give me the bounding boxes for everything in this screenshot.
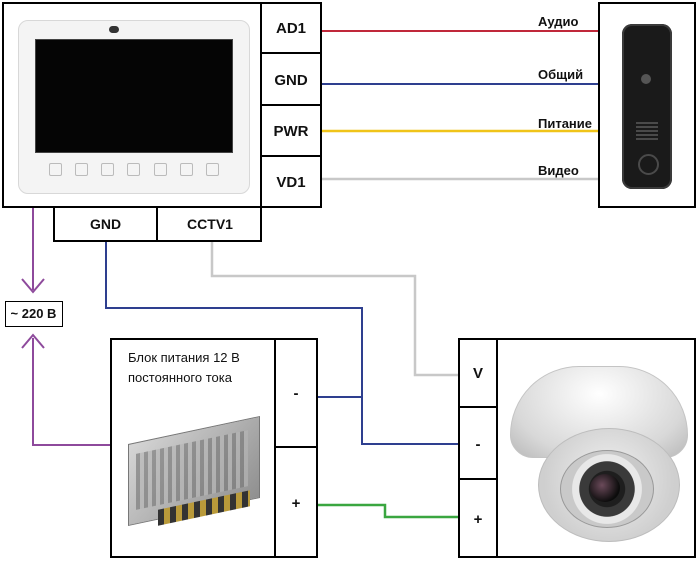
monitor-logo-icon [109,26,119,33]
cctv-to-camera-video-wire [210,240,460,377]
mains-wire-psu [32,338,110,446]
psu-terminal-block [274,338,318,558]
camera-device-image [508,358,688,548]
mains-label-box: ~ 220 В [5,301,63,327]
power-wire-label: Питание [538,116,593,131]
video-wire-label: Видео [538,163,579,178]
common-wire-label: Общий [538,67,584,82]
psu-device-image [124,410,264,530]
call-panel-unit [598,2,696,208]
monitor-button-icon [179,163,193,176]
psu-terminal-plus: + [291,494,301,512]
camera-terminal-plus: + [473,510,483,528]
camera-terminal-minus: - [460,410,496,480]
monitor-button-icon [49,163,62,176]
monitor-button-icon [127,163,141,176]
terminal-ad1: AD1 [262,4,320,54]
monitor-buttons [49,163,219,179]
audio-wire-label: Аудио [538,14,579,29]
mains-arrow-down [21,278,45,294]
camera-unit [496,338,696,558]
call-button-icon [638,154,659,175]
monitor-unit [2,2,262,208]
camera-lens-icon [641,74,651,84]
monitor-device-image [18,20,250,194]
speaker-grille-icon [636,120,658,142]
terminal-pwr: PWR [262,107,320,157]
psu-plus-to-camera-wire [316,503,460,519]
monitor-button-icon [153,163,167,176]
camera-lens-icon [590,474,620,502]
monitor-screen [35,39,233,153]
monitor-button-icon [75,163,89,176]
mains-label: ~ 220 В [10,306,57,321]
psu-label-line1: Блок питания 12 В [128,350,240,365]
power-supply-unit: Блок питания 12 В постоянного тока [110,338,276,558]
psu-terminal-minus: - [276,340,316,448]
gnd-to-camera-minus-wire [105,240,460,445]
camera-terminal-v: V [460,340,496,408]
terminal-cctv1: CCTV1 [187,216,233,232]
call-panel-device-image [622,24,672,189]
mains-arrow-up [21,333,45,349]
psu-label-line2: постоянного тока [128,370,232,385]
monitor-button-icon [205,163,219,176]
terminal-gnd: GND [262,56,320,106]
terminal-gnd-bottom: GND [55,208,158,240]
monitor-button-icon [101,163,115,176]
terminal-vd1: VD1 [276,173,306,191]
